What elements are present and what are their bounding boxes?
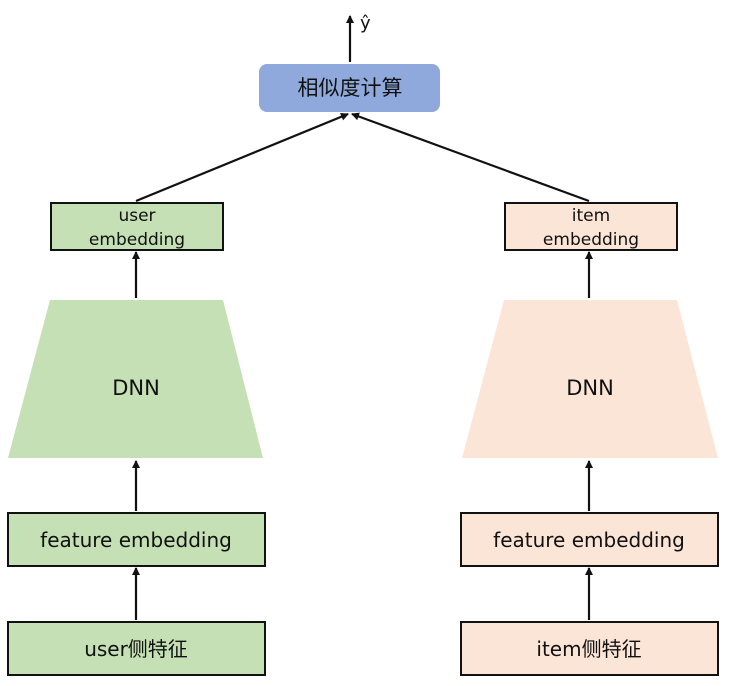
user-embedding-box bbox=[50, 202, 224, 251]
item-dnn-trapezoid bbox=[462, 300, 718, 458]
output-label: ŷ bbox=[360, 13, 371, 34]
user-tower: user embedding DNN feature embedding use… bbox=[7, 202, 266, 676]
item-input-features-box bbox=[460, 621, 719, 676]
user-input-features-label: user侧特征 bbox=[84, 637, 188, 661]
item-embedding-label-line1: item bbox=[572, 206, 610, 226]
item-input-features-label: item侧特征 bbox=[536, 637, 641, 661]
item-embedding-label-line2: embedding bbox=[543, 230, 639, 250]
item-embedding-box bbox=[504, 202, 678, 251]
item-embedding-to-similarity-arrow bbox=[351, 112, 590, 203]
item-dnn-label: DNN bbox=[566, 376, 614, 400]
user-feature-embedding-box bbox=[7, 512, 266, 567]
item-feature-embedding-box bbox=[460, 512, 719, 567]
similarity-box bbox=[259, 64, 440, 112]
user-dnn-label: DNN bbox=[112, 376, 160, 400]
user-dnn-trapezoid bbox=[8, 300, 263, 458]
item-feature-embedding-label: feature embedding bbox=[493, 528, 685, 552]
similarity-label: 相似度计算 bbox=[298, 76, 403, 100]
user-feature-embedding-label: feature embedding bbox=[40, 528, 232, 552]
user-embedding-to-similarity-arrow bbox=[135, 112, 349, 203]
user-embedding-label-line2: embedding bbox=[89, 230, 185, 250]
item-tower: item embedding DNN feature embedding ite… bbox=[460, 202, 719, 676]
user-embedding-label-line1: user bbox=[118, 206, 155, 226]
user-input-features-box bbox=[7, 621, 266, 676]
